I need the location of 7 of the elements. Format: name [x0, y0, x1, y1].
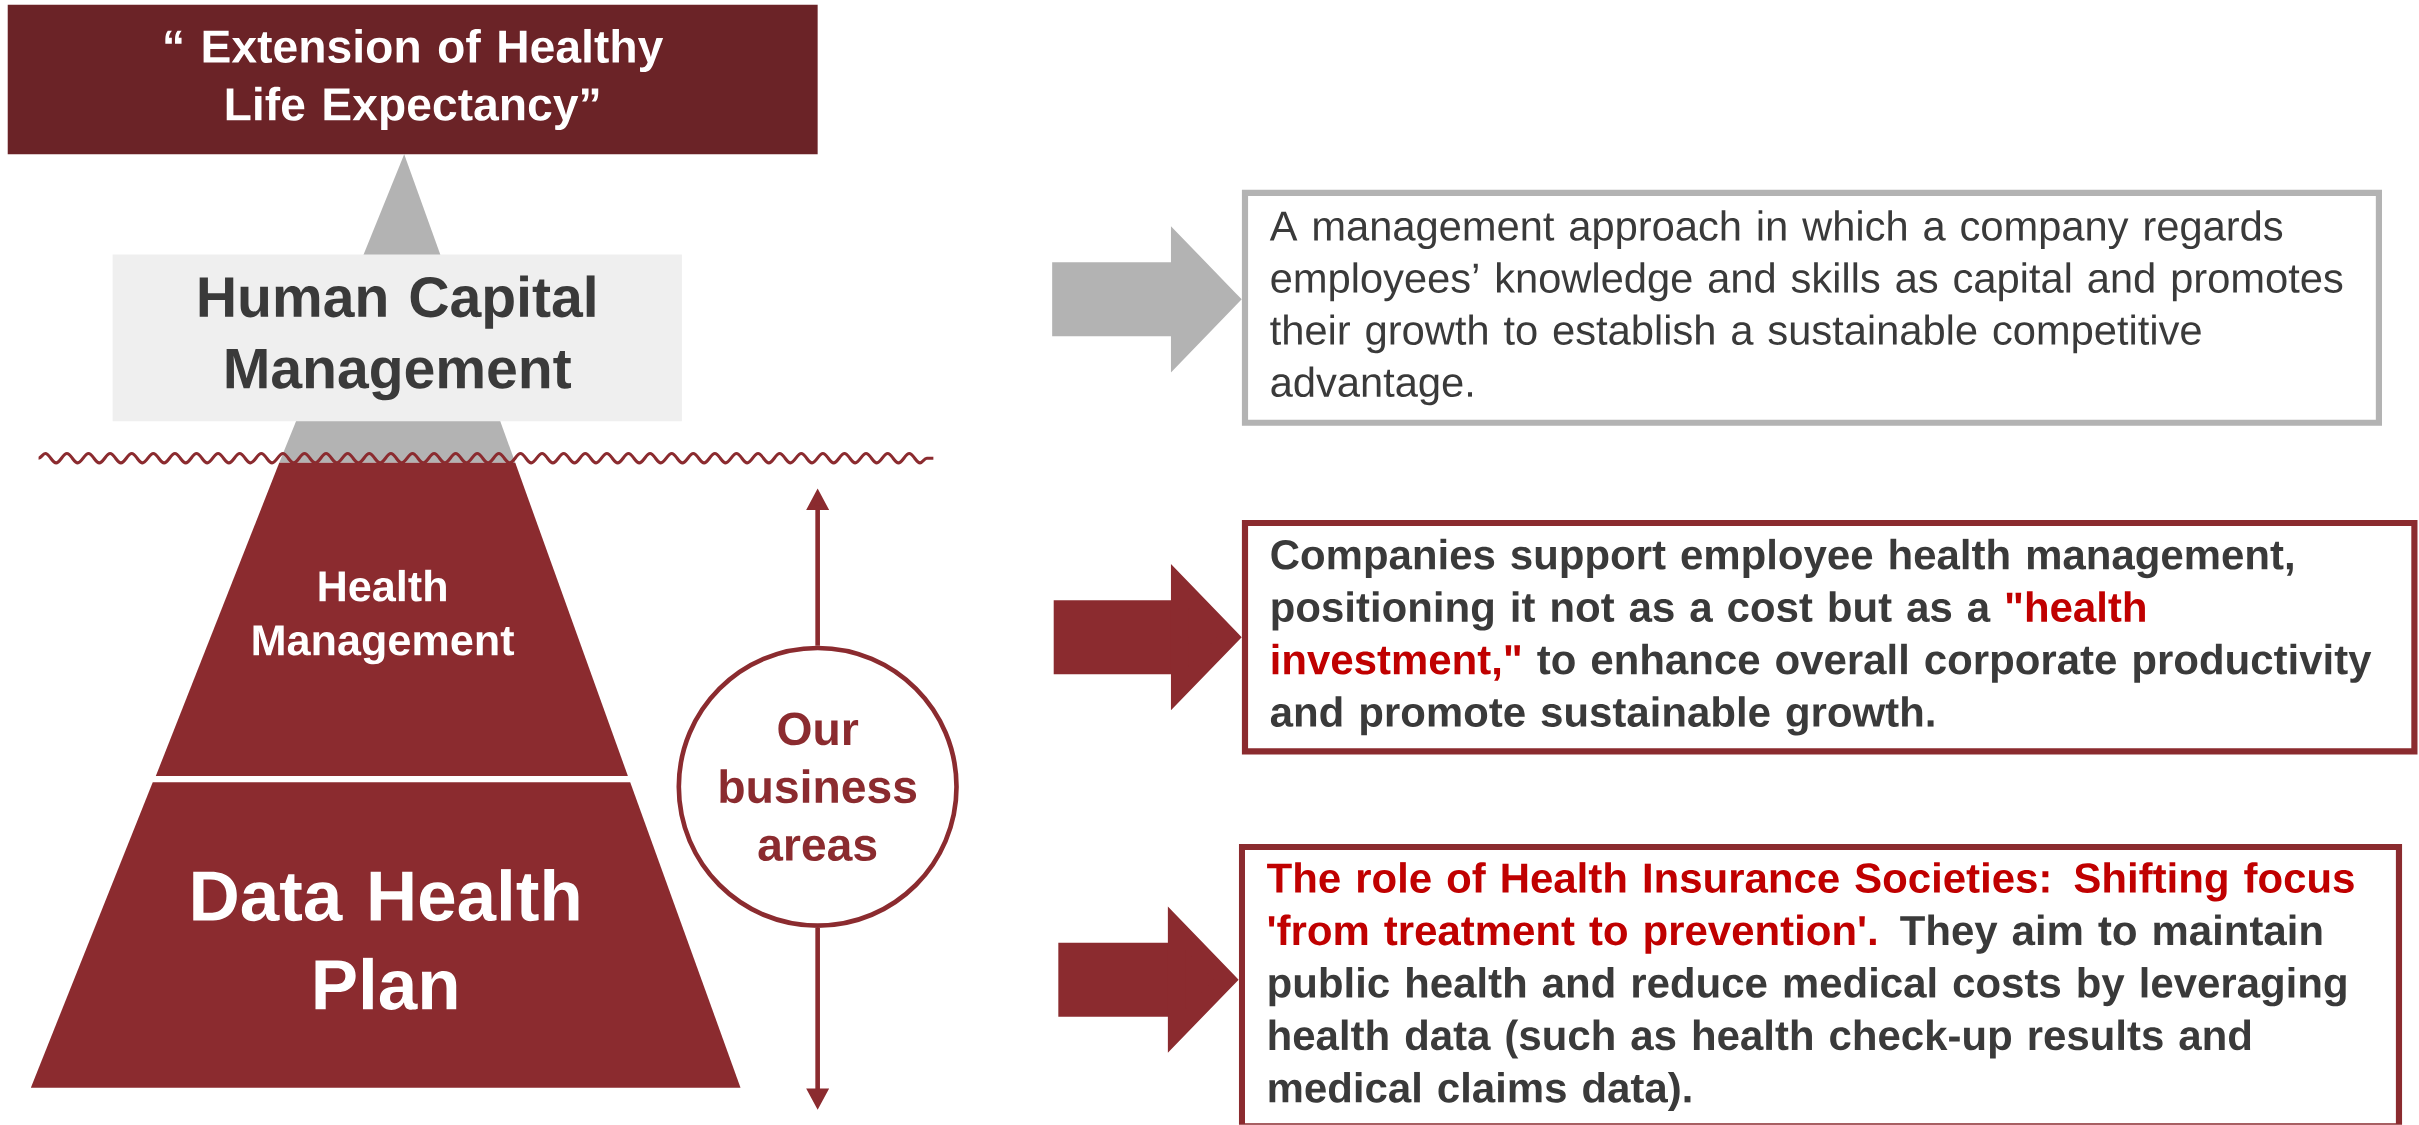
title-box: “ Extension of Healthy Life Expectancy”: [7, 4, 818, 155]
text-box: A management approach in which a company regards employees’ knowledge and skills as capital and promotes their growth to establish a sustainable competitive advantage.: [1241, 189, 2382, 426]
label-box: Human Capital Management: [112, 254, 682, 422]
text-box: The role of Health Insurance Societies: Shifting focus 'from treatment to prevention'. They aim to maintain public health and reduce medical costs by leveraging health data (such as health check-up results and medical claims data).: [1238, 844, 2403, 1125]
pyramid-section: Health Management: [155, 463, 628, 777]
text-box: Companies support employee health management, positioning it not as a cost but as a "health investment," to enhance overall corporate productivity and promote sustainable growth.: [1241, 520, 2418, 755]
circle-label: Our business areas: [676, 645, 959, 929]
